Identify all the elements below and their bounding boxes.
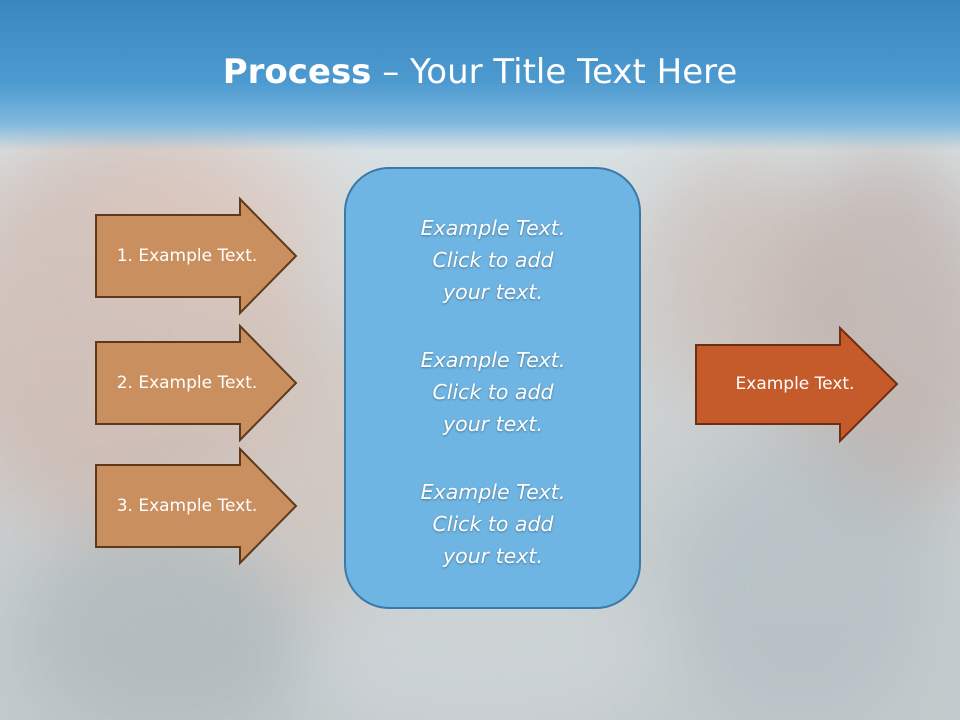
- center-text-block-1: Example Text. Click to add your text.: [346, 212, 640, 308]
- left-arrow-2[interactable]: [95, 323, 298, 443]
- center-text-line: Click to add: [432, 512, 554, 536]
- center-text-block-2: Example Text. Click to add your text.: [346, 344, 640, 440]
- center-text-line: Click to add: [432, 380, 554, 404]
- center-text-line: Example Text.: [420, 216, 566, 240]
- center-text-line: Click to add: [432, 248, 554, 272]
- center-text-line: Example Text.: [420, 480, 566, 504]
- center-text-line: your text.: [443, 544, 543, 568]
- title-rest: – Your Title Text Here: [371, 52, 738, 92]
- right-arrow-label: Example Text.: [735, 374, 855, 394]
- left-arrow-3[interactable]: [95, 446, 298, 566]
- center-text-line: your text.: [443, 412, 543, 436]
- title-bold: Process: [222, 52, 372, 92]
- center-text-line: your text.: [443, 280, 543, 304]
- center-box-text: Example Text. Click to add your text. Ex…: [346, 212, 640, 608]
- left-arrow-label-3: 3. Example Text.: [116, 496, 258, 516]
- center-box[interactable]: [344, 167, 641, 609]
- left-arrow-1[interactable]: [95, 196, 298, 316]
- title-bar: [0, 0, 960, 150]
- left-arrow-label-1: 1. Example Text.: [116, 246, 258, 266]
- slide-title[interactable]: Process – Your Title Text Here: [0, 52, 960, 92]
- right-arrow[interactable]: [695, 325, 899, 444]
- left-arrow-label-2: 2. Example Text.: [116, 373, 258, 393]
- background-photo-blob: [660, 430, 940, 720]
- center-text-block-3: Example Text. Click to add your text.: [346, 476, 640, 572]
- center-text-line: Example Text.: [420, 348, 566, 372]
